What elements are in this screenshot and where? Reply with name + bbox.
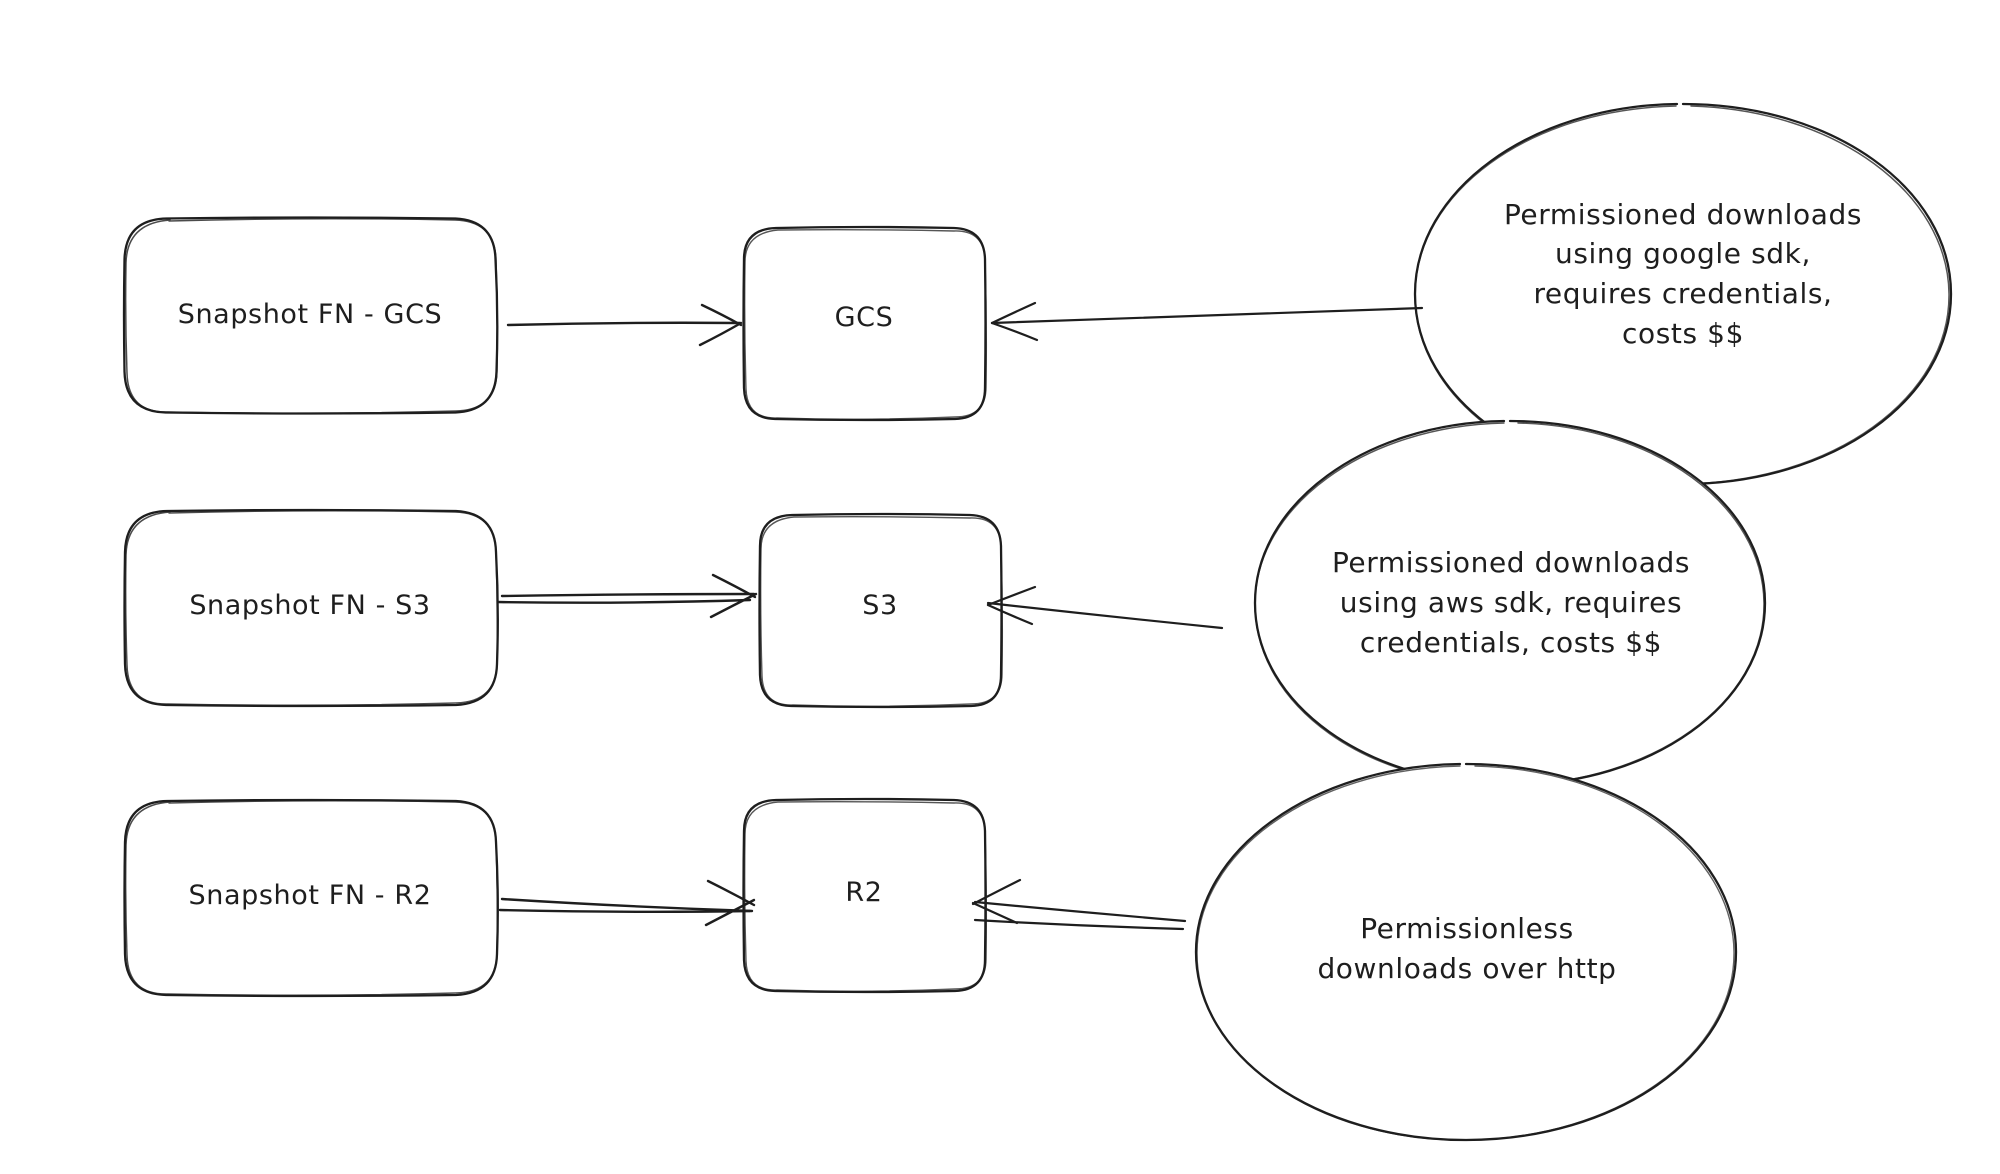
arrow-source-to-bucket-r2	[498, 879, 756, 927]
bucket-node-gcs-shape[interactable]	[742, 225, 988, 422]
note-bubble-r2-shape[interactable]	[1194, 762, 1738, 1142]
source-node-s3-shape[interactable]	[123, 508, 499, 708]
arrow-source-to-bucket-gcs	[506, 303, 743, 347]
source-node-gcs-shape[interactable]	[122, 216, 499, 415]
arrow-note-to-bucket-s3	[986, 585, 1224, 630]
bucket-node-s3-shape[interactable]	[758, 512, 1004, 709]
arrow-note-to-bucket-r2	[971, 878, 1187, 931]
bucket-node-r2-shape[interactable]	[742, 797, 988, 994]
source-node-r2-shape[interactable]	[123, 798, 499, 998]
arrow-note-to-bucket-gcs	[990, 301, 1424, 342]
arrow-source-to-bucket-s3	[496, 573, 758, 619]
note-bubble-s3-shape[interactable]	[1253, 419, 1767, 787]
